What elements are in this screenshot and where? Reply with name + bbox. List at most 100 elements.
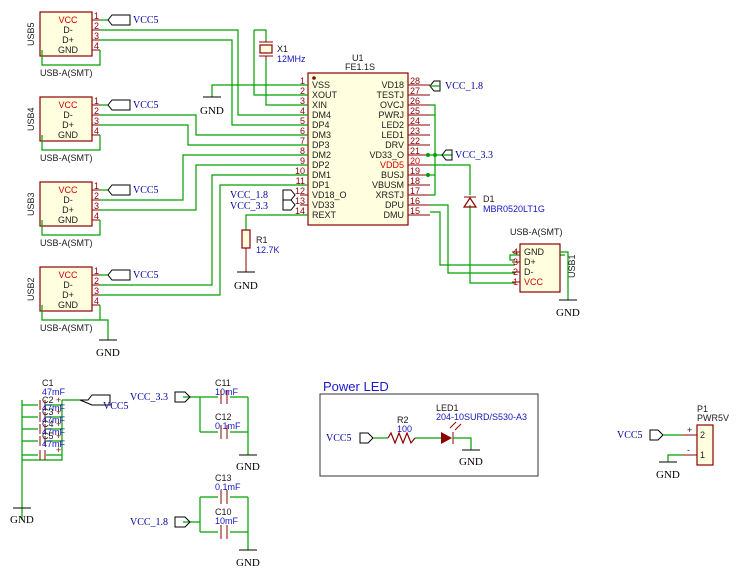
u1-ref: U1 [352, 53, 364, 63]
u1-pin-name: DP2 [312, 160, 330, 170]
c1-value: 47mF [42, 387, 66, 397]
u1-pin-num: 24 [410, 116, 420, 126]
caps-5v-right-rail [22, 400, 63, 461]
p1-power-connector: P1 PWR5V +2-1 VCC5 GND [617, 404, 729, 481]
u1-pin-num: 21 [410, 146, 420, 156]
cap-ref: C3 [42, 407, 54, 417]
vcc33-label-pin13: VCC_3.3 [230, 201, 268, 212]
x1-wire-top [254, 29, 267, 40]
vcc18-label-caps: VCC_1.8 [130, 517, 168, 528]
usb-port-pin-name: GND [58, 130, 79, 140]
u1-pin-name: BUSJ [381, 170, 404, 180]
vcc33-flag-caps [174, 391, 191, 403]
usb1-pin-name: VCC [524, 277, 544, 287]
usb-port-pin-name: D+ [62, 205, 74, 215]
cap-plus: + [56, 407, 61, 417]
usb-port-body [39, 96, 93, 142]
vcc5-flag-led [359, 432, 374, 444]
p1-pin-name: + [687, 425, 692, 435]
usb-port-ref: USB5 [26, 22, 36, 46]
vcc5-label-p1: VCC5 [617, 430, 643, 441]
dpu-wire [430, 204, 515, 274]
u1-pin-name: DP3 [312, 140, 330, 150]
r1-value: 12.7K [256, 245, 280, 255]
vdd5-wire [430, 164, 471, 195]
vcc18-flag-caps [174, 516, 191, 528]
c12-value: 0.1mF [215, 421, 241, 431]
u1-pin-name: VD18_O [312, 190, 347, 200]
usb-port-pin-num: 1 [94, 96, 99, 106]
p1-value: PWR5V [697, 413, 729, 423]
r1-resistor: R1 12.7K GND [234, 214, 308, 292]
u1-pin-num: 28 [410, 76, 420, 86]
d1-ref: D1 [483, 194, 495, 204]
c10-ref: C10 [215, 507, 232, 517]
led1-arrow-2 [454, 423, 462, 431]
u1-pin-name: DM3 [312, 130, 331, 140]
caps-5v-bank: C1 47mF VCC5 C247mF+C347mF+C447mF+C547mF… [10, 378, 129, 526]
u1-pin-name: REXT [312, 210, 337, 220]
p1-pins: +2-1 [682, 425, 705, 460]
u1-body [307, 72, 409, 226]
caps-18-wires [199, 496, 249, 550]
u1-pin-name: DM2 [312, 150, 331, 160]
gnd-label-vss: GND [200, 105, 224, 117]
u1-pin-num: 4 [300, 106, 305, 116]
vcc33-flag-pin13 [282, 199, 296, 211]
u1-pin-num: 14 [295, 206, 305, 216]
gnd-label-caps18: GND [236, 557, 260, 569]
usb1-pin-num: 4 [513, 247, 518, 257]
usb-port-pin-num: 2 [94, 106, 99, 116]
u1-pin-num: 18 [410, 176, 420, 186]
u1-pin-num: 27 [410, 86, 420, 96]
u1-pin-num: 6 [300, 126, 305, 136]
u1-pin-name: LED2 [381, 120, 404, 130]
d1-to-usb1-vcc [469, 205, 515, 284]
u1-pin-name: DM1 [312, 170, 331, 180]
usb-port-pin-name: VCC [58, 100, 78, 110]
wire-dm1 [100, 174, 308, 286]
u1-right-pins: 28VD1827TESTJ26OVCJ25PWRJ24LED223LED122D… [369, 76, 430, 220]
c10-value: 10mF [215, 516, 239, 526]
usb-port-value: USB-A(SMT) [40, 323, 93, 333]
usb-port-pin-name: VCC [58, 185, 78, 195]
usb-port-ref: USB2 [26, 277, 36, 301]
u1-vcc-labels-left: VCC_1.8 VCC_3.3 [230, 189, 296, 212]
usb-port-ref: USB3 [26, 192, 36, 216]
p1-pin-num: 1 [700, 450, 705, 460]
u1-pin-name: PWRJ [379, 110, 405, 120]
usb-port-pin-num: 1 [94, 11, 99, 21]
u1-pin-name: VDD5 [380, 160, 404, 170]
usb-port-pin-num: 2 [94, 21, 99, 31]
usb-port-pin-num: 1 [94, 266, 99, 276]
x1-wire-xin [265, 60, 308, 106]
u1-pin-num: 11 [296, 176, 305, 186]
u1-pin-num: 19 [410, 166, 420, 176]
cap-c1: + [22, 445, 62, 460]
gnd-chain-usb5 [41, 50, 101, 66]
led1-arrow-1 [449, 421, 457, 429]
u1-pin-num: 5 [300, 116, 305, 126]
u1-pin-num: 7 [300, 136, 305, 146]
gnd-label-led: GND [459, 456, 483, 468]
vcc5-label-led: VCC5 [326, 433, 352, 444]
cap-value: 47mF [42, 415, 66, 425]
cap-plus: + [56, 445, 61, 455]
vss-ground: GND [200, 84, 308, 117]
u1-pin-num: 15 [410, 206, 420, 216]
u1-pin-num: 2 [300, 86, 305, 96]
usb1-pin-num: 2 [513, 267, 518, 277]
usb-port-pin-num: 3 [94, 116, 99, 126]
led1-value: 204-10SURD/S530-A3 [436, 412, 527, 422]
power-led-title: Power LED [323, 379, 389, 394]
u1-pin-name: LED1 [381, 130, 404, 140]
cap-plus: + [56, 419, 61, 429]
d1-value: MBR0520LT1G [483, 204, 545, 214]
vcc5-flag [107, 184, 131, 196]
d1-diode: D1 MBR0520LT1G [462, 194, 545, 214]
u1-pin-num: 12 [295, 186, 305, 196]
